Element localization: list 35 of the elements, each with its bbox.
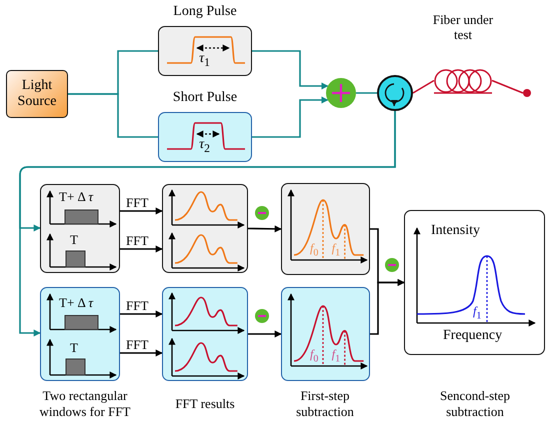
box-heading: Long Pulse <box>172 4 238 20</box>
fiber-label: Fiber under test <box>432 12 494 43</box>
caption-text: First-step subtraction <box>295 388 355 420</box>
arrow <box>120 310 163 318</box>
process-box: Light Source <box>6 70 68 118</box>
window-label: T <box>70 341 78 356</box>
frequency-label: f$_{1}$ <box>332 242 340 258</box>
arrow <box>252 50 328 90</box>
caption-text: Two rectangular windows for FFT <box>38 388 132 420</box>
box-heading: Short Pulse <box>172 90 238 106</box>
connector-line <box>412 80 434 94</box>
frequency-label: f$_{1}$ <box>473 305 482 322</box>
arrow <box>248 330 282 338</box>
caption-text: FFT results <box>174 396 236 412</box>
axis-label: Frequency <box>443 328 502 344</box>
arrow <box>370 279 405 335</box>
connector-line <box>356 92 377 94</box>
window-label: T+ Δ τ <box>59 296 94 310</box>
window-label: T+ Δ τ <box>59 190 94 204</box>
pulse-width-label: τ$_{2}$ <box>198 137 211 156</box>
connector-line <box>492 80 524 94</box>
axis-label: Intensity <box>431 223 480 238</box>
arrow <box>248 225 282 232</box>
frequency-label: f$_{1}$ <box>332 348 340 364</box>
frequency-label: f$_{0}$ <box>310 242 318 258</box>
window-label: T <box>70 233 78 248</box>
arrow <box>19 111 396 336</box>
frequency-label: f$_{0}$ <box>310 348 318 364</box>
connector-line <box>68 93 158 138</box>
arrow <box>120 350 163 356</box>
pulse-width-label: τ$_{1}$ <box>198 51 211 70</box>
arrow <box>120 208 163 214</box>
arrow <box>120 246 163 252</box>
arrow <box>252 96 328 138</box>
caption-text: Sencond-step subtraction <box>438 388 512 420</box>
